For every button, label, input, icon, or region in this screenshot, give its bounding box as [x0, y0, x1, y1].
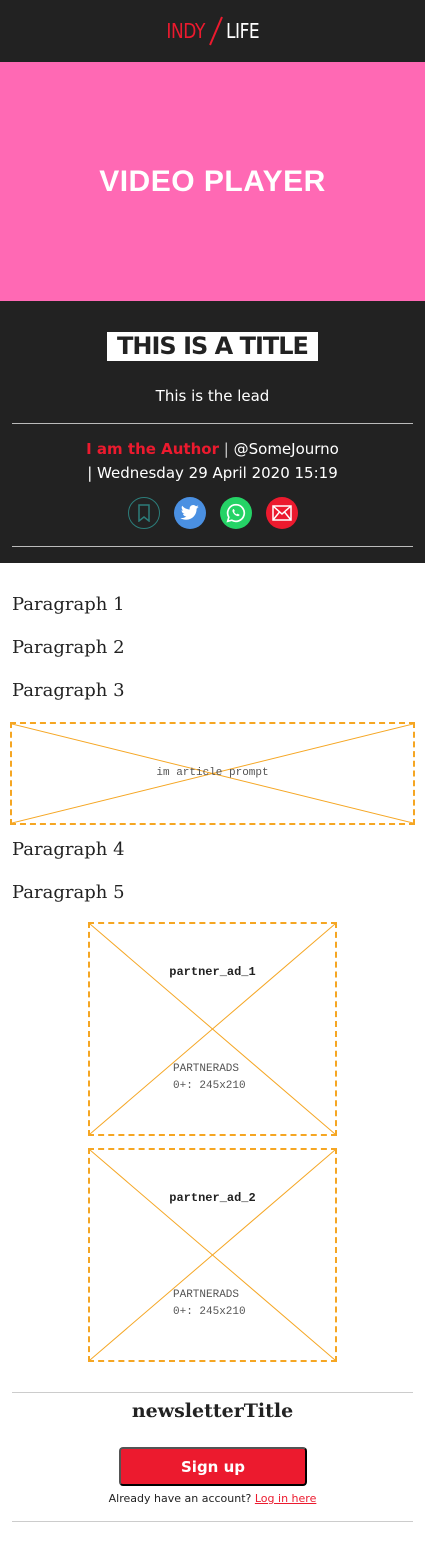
login-prompt: Already have an account? Log in here [0, 1492, 425, 1505]
ad-size: 0+: 245x210 [173, 1080, 246, 1092]
paragraph-4: Paragraph 4 [12, 839, 125, 860]
ad-label: im article prompt [156, 767, 269, 779]
article-lead: This is the lead [155, 387, 270, 405]
divider [12, 1521, 413, 1522]
paragraph-2: Paragraph 2 [12, 637, 125, 658]
newsletter-title: newsletterTitle [131, 1400, 294, 1422]
logo-indy-text: INDY [166, 19, 206, 43]
share-bar [0, 497, 425, 529]
paragraph-3: Paragraph 3 [12, 680, 125, 701]
paragraph-1: Paragraph 1 [12, 594, 125, 615]
author-handle[interactable]: @SomeJourno [233, 440, 339, 458]
login-link[interactable]: Log in here [254, 1492, 317, 1505]
placeholder-cross-icon [90, 924, 335, 1134]
video-player[interactable]: VIDEO PLAYER [0, 62, 425, 301]
twitter-share-button[interactable] [173, 497, 206, 529]
video-player-label: VIDEO PLAYER [99, 164, 326, 198]
divider [12, 1392, 413, 1393]
signup-button[interactable]: Sign up [119, 1447, 307, 1486]
byline: I am the Author | @SomeJourno | Wednesda… [0, 437, 425, 485]
author-link[interactable]: I am the Author [86, 440, 219, 458]
ad-size: 0+: 245x210 [173, 1306, 246, 1318]
logo-life-text: LIFE [225, 19, 260, 43]
whatsapp-share-button[interactable] [219, 497, 252, 529]
publish-date: | Wednesday 29 April 2020 15:19 [87, 464, 338, 482]
partner-ad-2: partner_ad_2 PARTNERADS 0+: 245x210 [88, 1148, 337, 1362]
article-header: THIS IS A TITLE This is the lead I am th… [0, 301, 425, 563]
placeholder-cross-icon [90, 1150, 335, 1360]
byline-separator: | [223, 440, 229, 458]
ad-slot-name: partner_ad_2 [169, 1191, 256, 1205]
email-icon [271, 505, 292, 521]
ad-provider: PARTNERADS [173, 1063, 240, 1075]
site-logo[interactable]: INDY LIFE [0, 0, 425, 62]
site-header: INDY LIFE [0, 0, 425, 62]
logo-slash-icon [208, 16, 223, 46]
paragraph-5: Paragraph 5 [12, 882, 125, 903]
divider [12, 423, 413, 424]
divider [12, 546, 413, 547]
partner-ad-1: partner_ad_1 PARTNERADS 0+: 245x210 [88, 922, 337, 1136]
bookmark-button[interactable] [127, 497, 160, 529]
article-prompt-ad: im article prompt [10, 722, 415, 825]
whatsapp-icon [225, 503, 245, 523]
login-prompt-text: Already have an account? [108, 1492, 252, 1505]
twitter-icon [179, 505, 199, 520]
placeholder-cross-icon [12, 724, 413, 823]
ad-slot-name: partner_ad_1 [169, 965, 256, 979]
article-title: THIS IS A TITLE [107, 332, 318, 361]
email-share-button[interactable] [265, 497, 298, 529]
bookmark-icon [137, 504, 150, 522]
ad-provider: PARTNERADS [173, 1289, 240, 1301]
